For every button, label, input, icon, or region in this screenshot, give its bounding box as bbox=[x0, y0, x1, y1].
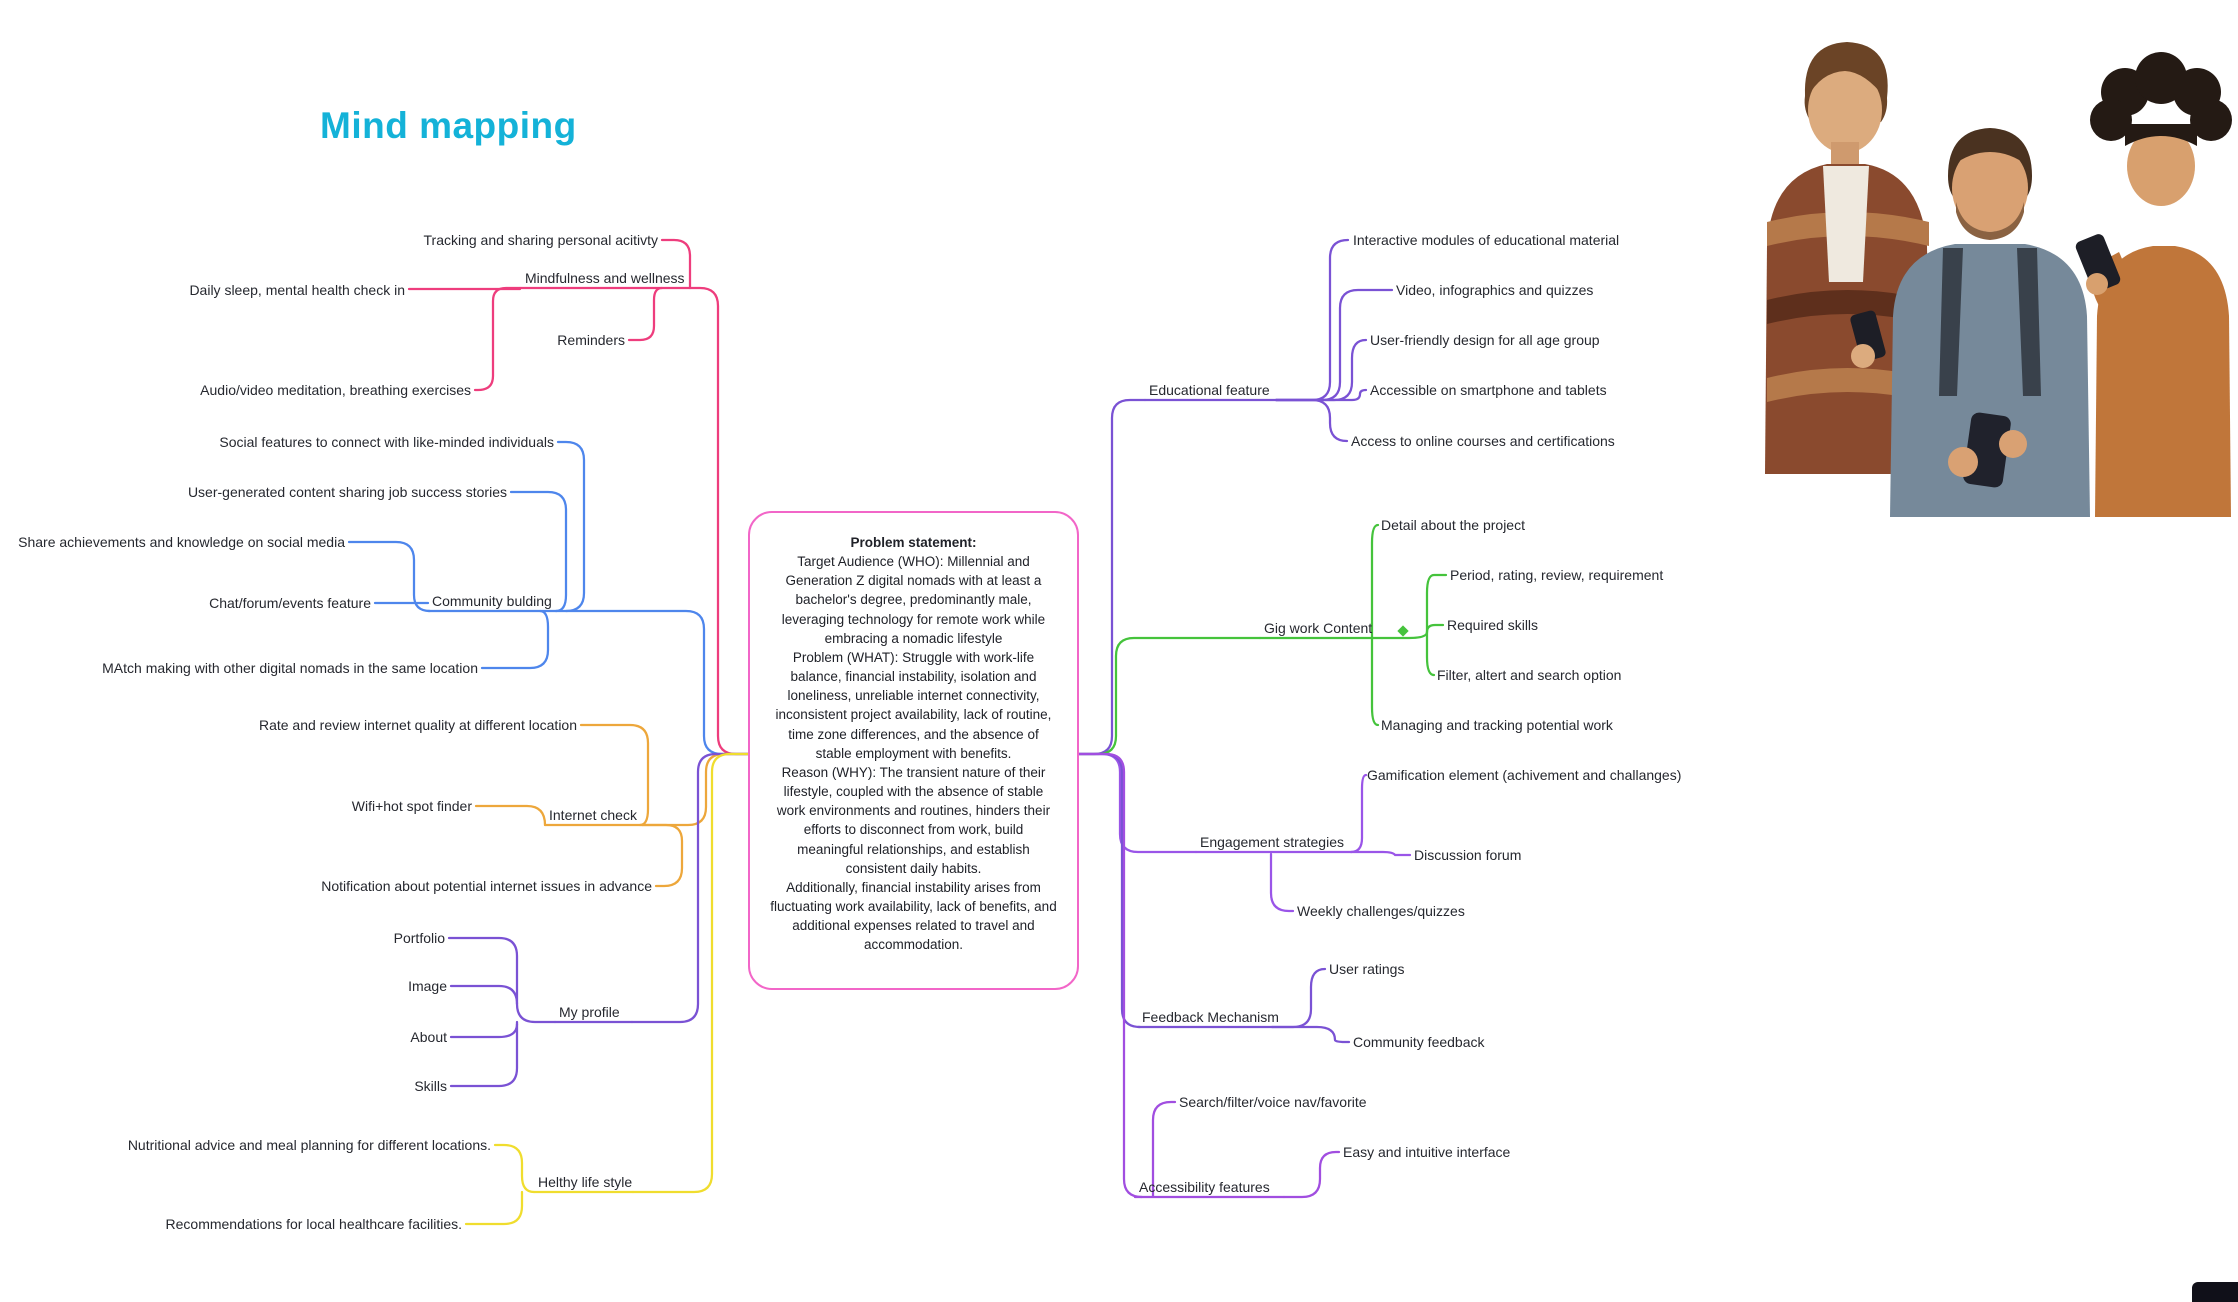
node-accessibility-features[interactable]: Accessibility features bbox=[1139, 1179, 1270, 1195]
node-engagement-strategies[interactable]: Engagement strategies bbox=[1200, 834, 1344, 850]
node-daily-sleep-check-in[interactable]: Daily sleep, mental health check in bbox=[189, 282, 405, 298]
problem-statement-additional: Additionally, financial instability aris… bbox=[770, 879, 1057, 953]
node-share-achievements[interactable]: Share achievements and knowledge on soci… bbox=[18, 534, 345, 550]
node-easy-intuitive-interface[interactable]: Easy and intuitive interface bbox=[1343, 1144, 1511, 1160]
node-skills[interactable]: Skills bbox=[414, 1078, 447, 1094]
node-educational-feature[interactable]: Educational feature bbox=[1149, 382, 1270, 398]
node-nutritional-advice[interactable]: Nutritional advice and meal planning for… bbox=[127, 1137, 491, 1153]
node-reminders[interactable]: Reminders bbox=[557, 332, 625, 348]
node-internet-check[interactable]: Internet check bbox=[549, 807, 637, 823]
connector-group-feedback bbox=[1077, 752, 1351, 1044]
connector-group-healthy bbox=[464, 752, 750, 1226]
node-portfolio[interactable]: Portfolio bbox=[393, 930, 445, 946]
node-social-features[interactable]: Social features to connect with like-min… bbox=[219, 434, 554, 450]
node-online-courses-certifications[interactable]: Access to online courses and certificati… bbox=[1351, 433, 1615, 449]
node-my-profile[interactable]: My profile bbox=[559, 1004, 620, 1020]
node-gig-work-content[interactable]: Gig work Content bbox=[1264, 620, 1373, 636]
node-filter-alert-search[interactable]: Filter, altert and search option bbox=[1437, 667, 1622, 683]
problem-statement-who: Target Audience (WHO): Millennial and Ge… bbox=[781, 554, 1046, 646]
problem-statement-box[interactable]: Problem statement: Target Audience (WHO)… bbox=[748, 511, 1079, 990]
photo-man-right bbox=[2075, 52, 2232, 517]
node-internet-issue-notification[interactable]: Notification about potential internet is… bbox=[321, 878, 652, 894]
node-community-feedback[interactable]: Community feedback bbox=[1353, 1034, 1485, 1050]
photo-collage[interactable] bbox=[1705, 14, 2238, 517]
node-accessible-smartphone-tablets[interactable]: Accessible on smartphone and tablets bbox=[1370, 382, 1607, 398]
node-community-building[interactable]: Community bulding bbox=[432, 593, 552, 609]
photo-man-middle bbox=[1890, 128, 2090, 517]
node-chat-forum-events[interactable]: Chat/forum/events feature bbox=[209, 595, 371, 611]
problem-statement-why: Reason (WHY): The transient nature of th… bbox=[776, 764, 1051, 876]
connector-group-profile bbox=[447, 752, 750, 1088]
connector-group-accessibility bbox=[1077, 752, 1341, 1199]
node-required-skills[interactable]: Required skills bbox=[1447, 617, 1539, 633]
node-user-generated-content[interactable]: User-generated content sharing job succe… bbox=[187, 484, 507, 500]
node-interactive-modules[interactable]: Interactive modules of educational mater… bbox=[1353, 232, 1620, 248]
canvas-corner-chip bbox=[2192, 1282, 2238, 1302]
node-managing-tracking-work[interactable]: Managing and tracking potential work bbox=[1381, 717, 1613, 733]
node-image[interactable]: Image bbox=[408, 978, 447, 994]
node-discussion-forum[interactable]: Discussion forum bbox=[1414, 847, 1522, 863]
node-rate-review-internet[interactable]: Rate and review internet quality at diff… bbox=[258, 717, 577, 733]
node-feedback-mechanism[interactable]: Feedback Mechanism bbox=[1142, 1009, 1279, 1025]
node-search-filter-voice-nav[interactable]: Search/filter/voice nav/favorite bbox=[1179, 1094, 1367, 1110]
connector-group-internet bbox=[474, 723, 750, 888]
node-mindfulness-and-wellness[interactable]: Mindfulness and wellness bbox=[525, 270, 685, 286]
node-gamification-element[interactable]: Gamification element (achivement and cha… bbox=[1367, 767, 1682, 783]
node-wifi-hotspot-finder[interactable]: Wifi+hot spot finder bbox=[351, 798, 472, 814]
node-healthy-lifestyle[interactable]: Helthy life style bbox=[538, 1174, 633, 1190]
page-title[interactable]: Mind mapping bbox=[320, 105, 577, 146]
branch-node-marker bbox=[1397, 625, 1409, 637]
node-user-friendly-design[interactable]: User-friendly design for all age group bbox=[1370, 332, 1600, 348]
node-healthcare-recommendations[interactable]: Recommendations for local healthcare fac… bbox=[165, 1216, 462, 1232]
node-period-rating-review[interactable]: Period, rating, review, requirement bbox=[1450, 567, 1664, 583]
problem-statement-heading: Problem statement: bbox=[850, 535, 977, 550]
node-audio-video-meditation[interactable]: Audio/video meditation, breathing exerci… bbox=[200, 382, 471, 398]
connector-group-engagement bbox=[1077, 752, 1412, 913]
node-video-infographics-quizzes[interactable]: Video, infographics and quizzes bbox=[1396, 282, 1594, 298]
node-about[interactable]: About bbox=[410, 1029, 447, 1045]
node-project-detail[interactable]: Detail about the project bbox=[1381, 517, 1525, 533]
connector-group-educational bbox=[1077, 238, 1394, 756]
node-user-ratings[interactable]: User ratings bbox=[1329, 961, 1405, 977]
node-match-making[interactable]: MAtch making with other digital nomads i… bbox=[102, 660, 478, 676]
problem-statement-what: Problem (WHAT): Struggle with work-life … bbox=[775, 649, 1052, 761]
node-weekly-challenges-quizzes[interactable]: Weekly challenges/quizzes bbox=[1297, 903, 1465, 919]
node-tracking-personal-activity[interactable]: Tracking and sharing personal acitivty bbox=[423, 232, 659, 248]
photo-man-left bbox=[1765, 42, 1931, 474]
